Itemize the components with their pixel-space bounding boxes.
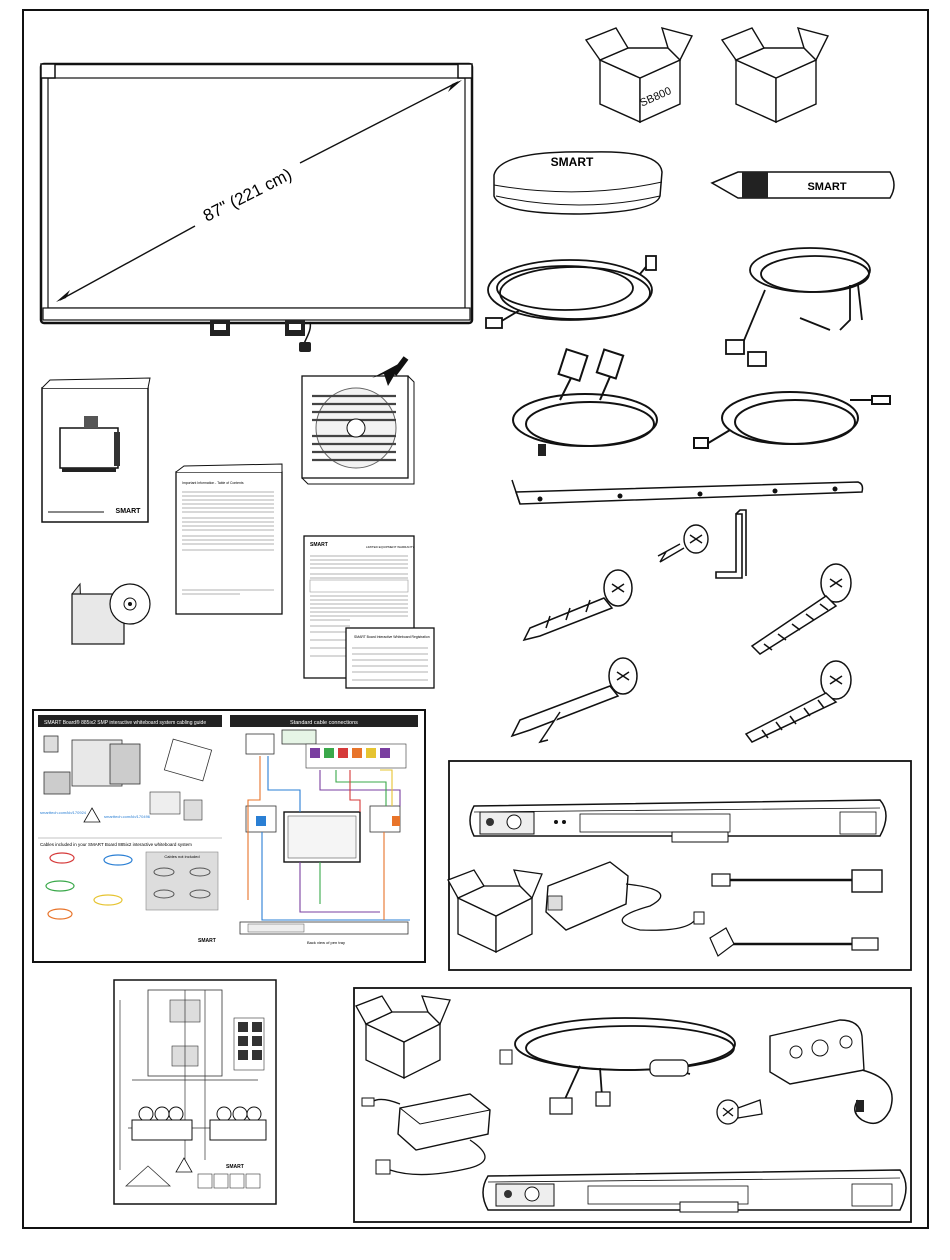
cabling-guide-title: SMART Board® 885ix2 SMP interactive whit… (44, 719, 206, 726)
cabling-guide-footer: Back view of pen tray (307, 940, 345, 945)
drywall-anchor-2 (510, 657, 638, 744)
cables-not-included-label: Cables not included (164, 854, 199, 859)
power-kit-panel (353, 987, 912, 1223)
warranty-header: LIMITED EQUIPMENT WARRANTY (366, 545, 414, 549)
small-screw (657, 524, 709, 563)
interactive-whiteboard: 87" (221 cm) (39, 62, 474, 352)
software-cd-sleeve (71, 582, 151, 646)
cables-included-label: Cables included in your SMART Board 885i… (40, 842, 192, 847)
box-empty (720, 27, 830, 124)
cabling-guide-site-2: smarttech.com/kb/170496 (104, 814, 151, 819)
registration-title: SMART Board Interactive Whiteboard Regis… (354, 635, 430, 639)
wood-screw-1 (750, 563, 852, 655)
eraser: SMART (493, 151, 663, 215)
mounting-template-poster: SMART (113, 979, 277, 1205)
warranty-logo: SMART (310, 542, 328, 548)
installation-booklet: SMART (41, 377, 151, 523)
box-sb800: SB800 (584, 27, 694, 124)
usb-extension-cable (512, 347, 658, 456)
cabling-guide-poster: SMART Board® 885ix2 SMP interactive whit… (32, 709, 426, 963)
registration-card: SMART Board Interactive Whiteboard Regis… (345, 627, 435, 689)
important-information-booklet: Important Information - Table of Content… (175, 463, 283, 615)
drywall-anchor-1 (522, 569, 633, 642)
eraser-logo: SMART (551, 155, 594, 169)
pen-logo: SMART (807, 181, 846, 193)
booklet-logo: SMART (116, 508, 142, 515)
rgb-audio-cable (725, 247, 871, 367)
cabling-guide-logo: SMART (198, 938, 216, 944)
l-bracket (715, 509, 747, 579)
pen: SMART (710, 171, 895, 199)
wood-screw-2 (744, 660, 852, 743)
mounting-template-logo: SMART (226, 1164, 244, 1170)
software-cd (301, 356, 415, 485)
cabling-guide-site-1: smarttech.com/kb/170924 (40, 810, 87, 815)
ecp-kit-panel (447, 760, 912, 971)
toc-title: Important Information - Table of Content… (182, 481, 244, 485)
audio-cable (693, 391, 891, 449)
outer-frame (22, 9, 929, 1229)
cabling-guide-right-title: Standard cable connections (290, 720, 358, 726)
usb-cable-coiled (485, 255, 657, 329)
wall-mount-bracket (511, 479, 864, 505)
